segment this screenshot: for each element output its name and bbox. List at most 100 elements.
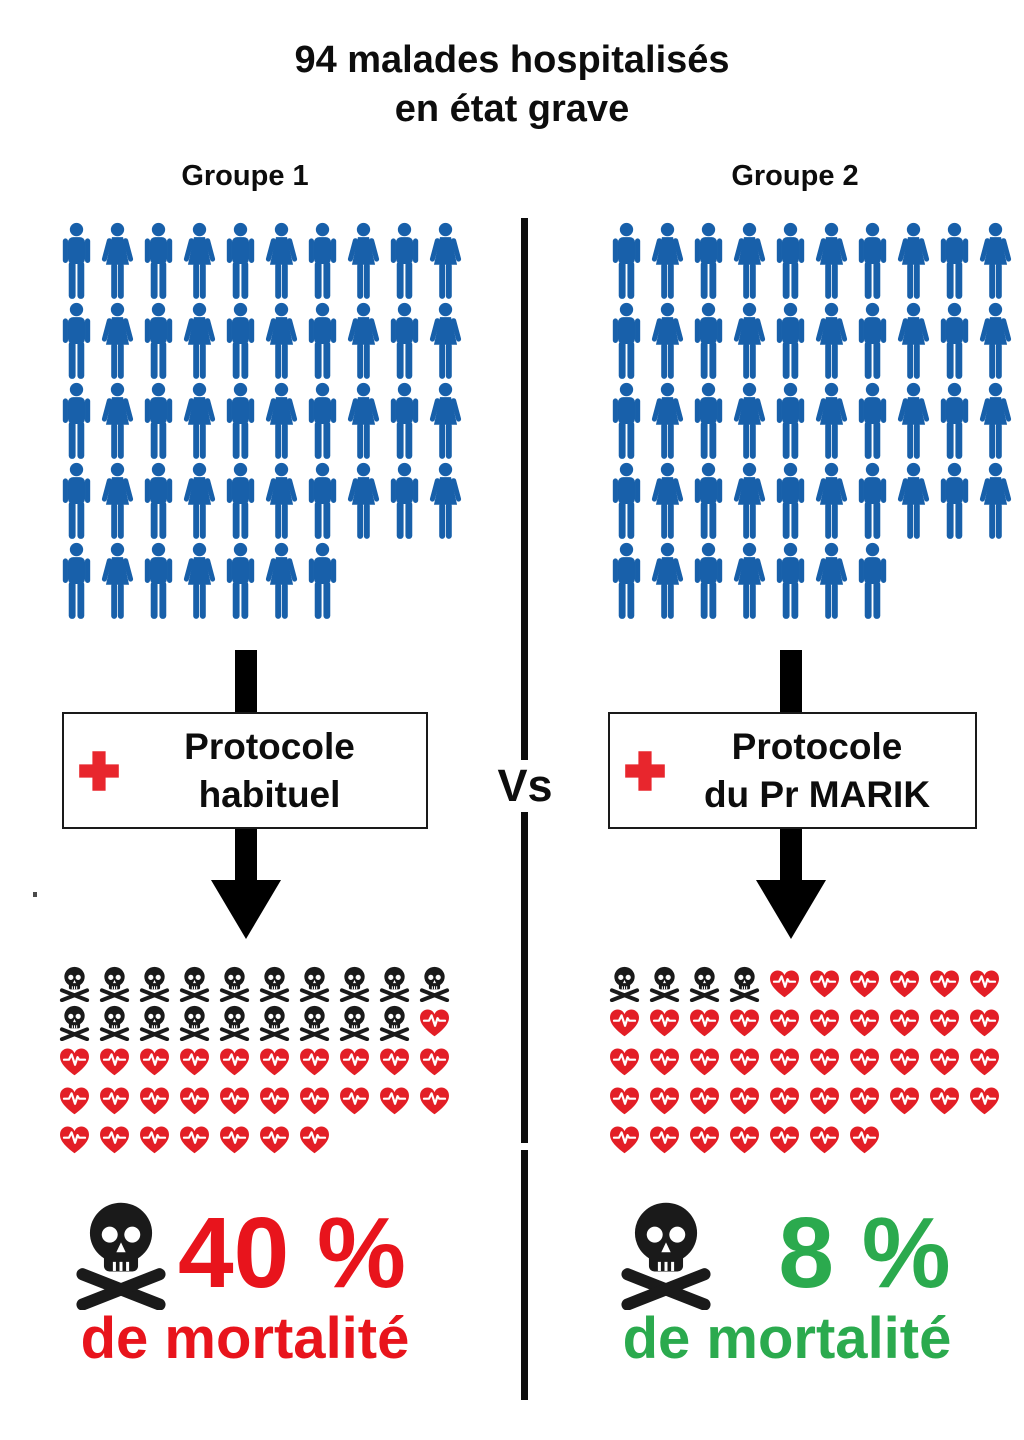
woman-icon [649, 462, 686, 540]
man-icon [222, 222, 259, 300]
woman-icon [427, 302, 464, 380]
woman-icon [731, 222, 768, 300]
outcome-row [58, 1083, 451, 1119]
skull-crossbones-icon [338, 1005, 371, 1041]
heart-ecg-icon [298, 1044, 331, 1080]
man-icon [854, 382, 891, 460]
man-icon [386, 302, 423, 380]
woman-icon [731, 542, 768, 620]
protocol-line-2: habituel [198, 773, 341, 815]
woman-icon [977, 382, 1014, 460]
woman-icon [181, 382, 218, 460]
heart-ecg-icon [888, 966, 921, 1002]
mortality-percent-group-2: 8 % [778, 1197, 951, 1309]
heart-ecg-icon [338, 1083, 371, 1119]
skull-crossbones-icon [98, 1005, 131, 1041]
man-icon [936, 222, 973, 300]
man-icon [854, 462, 891, 540]
skull-crossbones-icon [178, 1005, 211, 1041]
man-icon [140, 302, 177, 380]
man-icon [222, 462, 259, 540]
outcome-row [58, 966, 451, 1002]
man-icon [772, 542, 809, 620]
man-icon [222, 542, 259, 620]
woman-icon [345, 302, 382, 380]
outcome-row [608, 1122, 1001, 1158]
skull-crossbones-icon [298, 966, 331, 1002]
mortality-percent-group-1: 40 % [178, 1197, 406, 1309]
people-row [608, 302, 1014, 380]
people-row [58, 302, 464, 380]
outcome-row [58, 1122, 451, 1158]
group-2-outcome-grid [608, 966, 1001, 1161]
skull-crossbones-icon [258, 1005, 291, 1041]
heart-ecg-icon [218, 1044, 251, 1080]
heart-ecg-icon [688, 1083, 721, 1119]
people-row [58, 462, 464, 540]
heart-ecg-icon [608, 1083, 641, 1119]
skull-crossbones-icon [58, 1005, 91, 1041]
heart-ecg-icon [768, 1044, 801, 1080]
man-icon [936, 302, 973, 380]
woman-icon [731, 302, 768, 380]
woman-icon [813, 222, 850, 300]
man-icon [772, 462, 809, 540]
heart-ecg-icon [808, 1083, 841, 1119]
man-icon [304, 382, 341, 460]
skull-crossbones-icon [608, 966, 641, 1002]
man-icon [140, 542, 177, 620]
mortality-label-group-2: de mortalité [622, 1306, 952, 1371]
man-icon [608, 542, 645, 620]
man-icon [304, 542, 341, 620]
outcome-row [608, 1044, 1001, 1080]
skull-crossbones-icon [258, 966, 291, 1002]
man-icon [140, 462, 177, 540]
group-2-label: Groupe 2 [731, 160, 859, 192]
heart-ecg-icon [808, 1122, 841, 1158]
skull-crossbones-icon [688, 966, 721, 1002]
woman-icon [649, 542, 686, 620]
man-icon [58, 462, 95, 540]
page-title: 94 malades hospitalisés en état grave [0, 36, 1024, 134]
man-icon [690, 382, 727, 460]
heart-ecg-icon [98, 1083, 131, 1119]
man-icon [854, 222, 891, 300]
vertical-divider-bottom [521, 1150, 528, 1400]
heart-ecg-icon [928, 1083, 961, 1119]
heart-ecg-icon [888, 1005, 921, 1041]
heart-ecg-icon [648, 1044, 681, 1080]
heart-ecg-icon [968, 1044, 1001, 1080]
heart-ecg-icon [888, 1083, 921, 1119]
skull-crossbones-icon [338, 966, 371, 1002]
man-icon [386, 222, 423, 300]
woman-icon [345, 222, 382, 300]
man-icon [690, 302, 727, 380]
woman-icon [731, 382, 768, 460]
man-icon [58, 542, 95, 620]
woman-icon [181, 222, 218, 300]
woman-icon [427, 222, 464, 300]
people-row [58, 222, 464, 300]
woman-icon [345, 462, 382, 540]
skull-crossbones-icon [378, 1005, 411, 1041]
man-icon [608, 222, 645, 300]
heart-ecg-icon [178, 1122, 211, 1158]
heart-ecg-icon [968, 1005, 1001, 1041]
woman-icon [99, 542, 136, 620]
group-2-people-grid [608, 222, 1014, 622]
man-icon [772, 222, 809, 300]
people-row [608, 382, 1014, 460]
heart-ecg-icon [768, 966, 801, 1002]
people-row [58, 542, 464, 620]
heart-ecg-icon [338, 1044, 371, 1080]
man-icon [854, 542, 891, 620]
man-icon [936, 382, 973, 460]
protocol-line-1: Protocole [731, 725, 903, 767]
man-icon [608, 382, 645, 460]
skull-crossbones-icon [178, 966, 211, 1002]
protocol-text-group-1: Protocole habituel [121, 723, 418, 819]
skull-crossbones-icon [615, 1200, 717, 1310]
heart-ecg-icon [178, 1083, 211, 1119]
woman-icon [813, 542, 850, 620]
